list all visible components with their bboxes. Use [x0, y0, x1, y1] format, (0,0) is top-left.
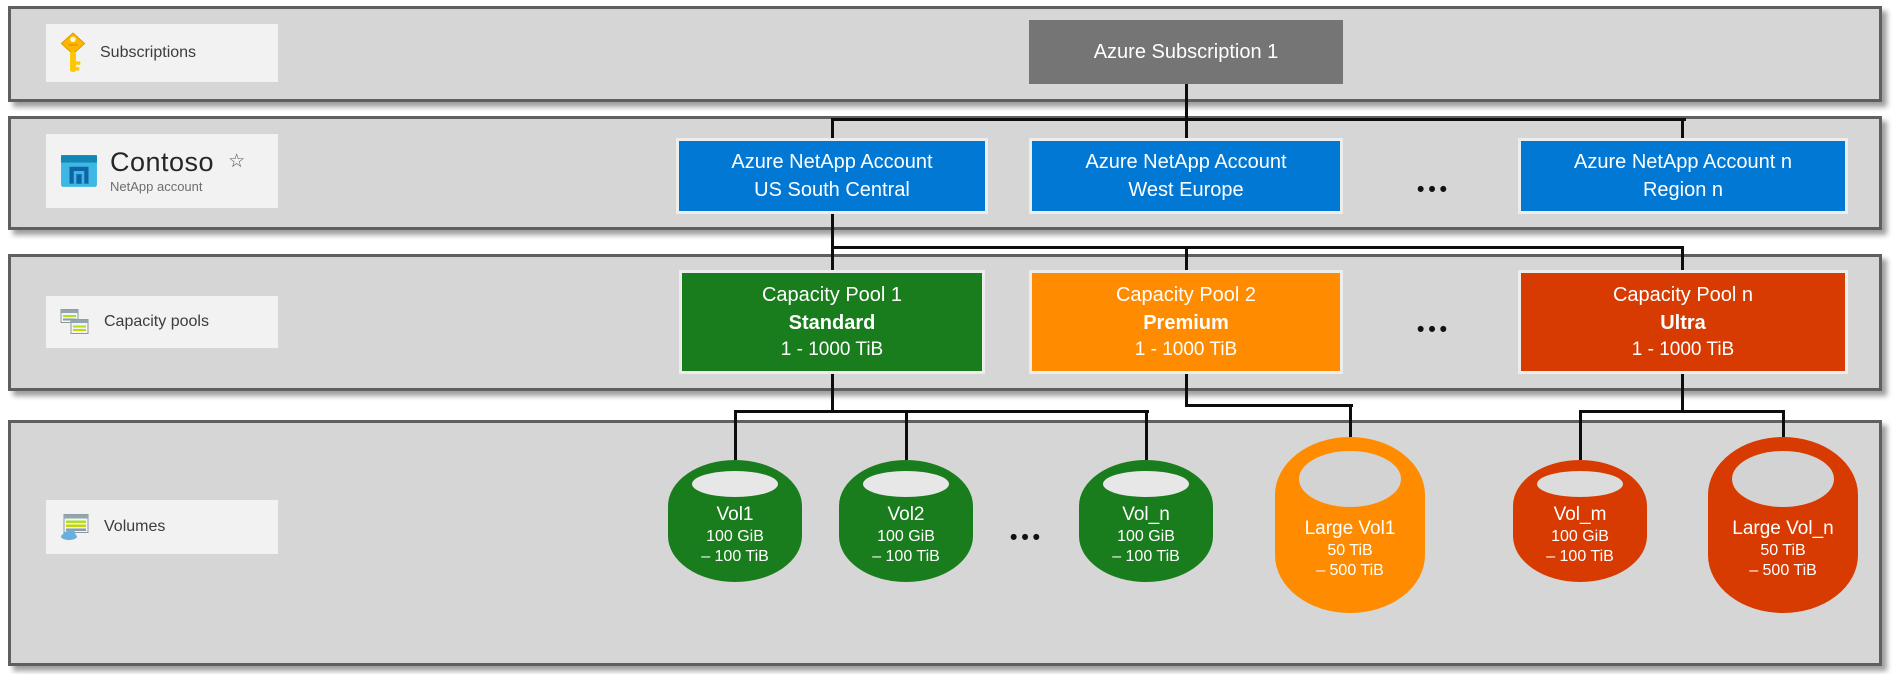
connector-accounts-branch [831, 118, 1686, 121]
volume-size-min: 100 GiB [1117, 527, 1175, 545]
connector-drop-voln [1145, 410, 1148, 460]
pool-range: 1 - 1000 TiB [780, 338, 884, 360]
volume-size-min: 50 TiB [1327, 541, 1373, 559]
cylinder-mouth [1103, 471, 1189, 497]
account-line2: Region n [1642, 179, 1724, 201]
volume-size-min: 50 TiB [1760, 541, 1806, 559]
pool-tier: Premium [1143, 311, 1229, 334]
connector-drop-pool-n [1681, 246, 1684, 270]
connector-pooln-volumes-branch [1579, 410, 1785, 413]
connector-drop-pool-1 [831, 246, 834, 270]
connector-pools-branch [831, 246, 1684, 249]
connector-drop-account-n [1681, 118, 1684, 138]
connector-pool1-volumes-branch [734, 410, 1149, 413]
lane-label-capacity-pools: Capacity pools [46, 296, 278, 348]
pool-tier: Ultra [1660, 311, 1706, 334]
netapp-account-node-us-south-central: Azure NetApp Account US South Central [676, 138, 988, 214]
account-line1: Azure NetApp Account [1085, 151, 1287, 173]
account-line2: US South Central [754, 179, 910, 201]
volume-cylinder-vol2: Vol2 100 GiB – 100 TiB [839, 460, 973, 582]
pool-name: Capacity Pool 2 [1115, 283, 1257, 306]
volume-cylinder-voln: Vol_n 100 GiB – 100 TiB [1079, 460, 1213, 582]
connector-pool2-down [1185, 374, 1188, 407]
capacity-pool-node-standard: Capacity Pool 1 Standard 1 - 1000 TiB [679, 270, 985, 374]
volume-name: Large Vol1 [1304, 518, 1396, 539]
netapp-account-icon [61, 155, 97, 187]
volume-size-min: 100 GiB [1551, 527, 1609, 545]
netapp-account-node-west-europe: Azure NetApp Account West Europe [1029, 138, 1343, 214]
connector-pool1-down [831, 374, 834, 412]
lane-label-text: Subscriptions [100, 44, 197, 61]
capacity-pool-node-ultra: Capacity Pool n Ultra 1 - 1000 TiB [1518, 270, 1848, 374]
volume-size-min: 100 GiB [706, 527, 764, 545]
connector-drop-vol1 [734, 410, 737, 460]
volume-size-max: – 100 TiB [1546, 547, 1614, 565]
connector-account1-down [831, 214, 834, 248]
cylinder-mouth [1732, 451, 1834, 507]
pool-name: Capacity Pool 1 [761, 283, 903, 306]
pool-name: Capacity Pool n [1612, 283, 1754, 306]
connector-subscription-down [1185, 84, 1188, 118]
key-icon [60, 32, 86, 72]
volume-size-max: – 100 TiB [1112, 547, 1180, 565]
accounts-ellipsis: ••• [1416, 178, 1452, 201]
capacity-pools-icon [60, 309, 89, 334]
azure-subscription-node: Azure Subscription 1 [1029, 20, 1343, 84]
volume-name: Vol_n [1122, 504, 1170, 525]
connector-drop-account-1 [831, 118, 834, 138]
lane-label-text: Volumes [104, 518, 166, 535]
netapp-account-name: Contoso [110, 146, 215, 177]
favorite-star-icon: ☆ [228, 150, 246, 172]
volume-cylinder-volm: Vol_m 100 GiB – 100 TiB [1513, 460, 1647, 582]
capacity-pool-node-premium: Capacity Pool 2 Premium 1 - 1000 TiB [1029, 270, 1343, 374]
lane-label-volumes: Volumes [46, 500, 278, 554]
connector-drop-volm [1579, 410, 1582, 460]
connector-drop-largevol1 [1349, 404, 1352, 437]
cylinder-mouth [692, 471, 778, 497]
account-line2: West Europe [1128, 179, 1244, 201]
pool-tier: Standard [788, 311, 876, 334]
volume-cylinder-vol1: Vol1 100 GiB – 100 TiB [668, 460, 802, 582]
pools-ellipsis: ••• [1416, 318, 1452, 341]
volumes-icon [61, 514, 89, 541]
cylinder-mouth [863, 471, 949, 497]
account-line1: Azure NetApp Account [731, 151, 933, 173]
connector-drop-pool-2 [1185, 246, 1188, 270]
lane-label-netapp-account: Contoso ☆ NetApp account [46, 134, 278, 208]
volume-cylinder-large-vol1: Large Vol1 50 TiB – 500 TiB [1275, 437, 1425, 613]
pool-range: 1 - 1000 TiB [1134, 338, 1238, 360]
lane-label-subscriptions: Subscriptions [46, 24, 278, 82]
cylinder-mouth [1299, 451, 1401, 507]
volume-size-max: – 500 TiB [1316, 561, 1384, 579]
volumes-ellipsis: ••• [1009, 526, 1045, 549]
account-line1: Azure NetApp Account n [1574, 151, 1792, 173]
subscription-label: Azure Subscription 1 [1093, 41, 1279, 63]
netapp-account-sublabel: NetApp account [110, 179, 203, 195]
volume-size-max: – 100 TiB [701, 547, 769, 565]
connector-drop-account-2 [1185, 118, 1188, 138]
volume-size-max: – 100 TiB [872, 547, 940, 565]
connector-pooln-down [1681, 374, 1684, 413]
volume-size-max: – 500 TiB [1749, 561, 1817, 579]
cylinder-mouth [1537, 471, 1623, 497]
volume-name: Large Vol_n [1732, 518, 1834, 539]
pool-range: 1 - 1000 TiB [1631, 338, 1735, 360]
connector-drop-largevoln [1782, 410, 1785, 437]
netapp-account-node-region-n: Azure NetApp Account n Region n [1518, 138, 1848, 214]
volume-name: Vol2 [887, 504, 925, 525]
connector-pool2-elbow [1185, 404, 1353, 407]
lane-subscriptions [8, 6, 1882, 102]
volume-size-min: 100 GiB [877, 527, 935, 545]
volume-name: Vol_m [1553, 504, 1607, 525]
volume-name: Vol1 [716, 504, 754, 525]
lane-label-text: Capacity pools [104, 313, 209, 330]
volume-cylinder-large-voln: Large Vol_n 50 TiB – 500 TiB [1708, 437, 1858, 613]
connector-drop-vol2 [905, 410, 908, 460]
